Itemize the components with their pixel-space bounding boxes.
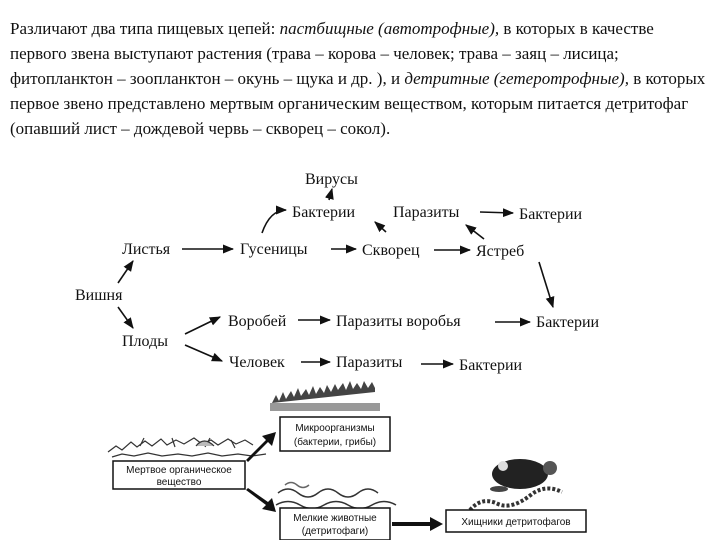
- small-animals-illustration: [275, 481, 397, 510]
- box-animals-line1: Мелкие животные: [293, 513, 377, 524]
- detritus-arrows: [246, 432, 443, 531]
- box-predators: Хищники детритофагов: [445, 509, 587, 533]
- arrow-plody-vorobey: [184, 316, 222, 335]
- box-dead-matter-line1: Мертвое органическое: [126, 465, 232, 476]
- node-yastreb: Ястреб: [476, 243, 524, 260]
- box-small-animals: Мелкие животные (детритофаги): [279, 507, 391, 540]
- predators-illustration: [468, 459, 563, 512]
- node-bakterii-3: Бактерии: [536, 314, 600, 331]
- node-gusenitsy: Гусеницы: [240, 241, 308, 258]
- box-dead-matter: Мертвое органическое вещество: [112, 460, 246, 490]
- arrow-yastreb-parazity: [465, 224, 485, 240]
- para-text-3: в которых первое звено представлено мерт…: [10, 69, 706, 138]
- node-vorobey: Воробей: [228, 313, 287, 330]
- arrow-vishnya-listya: [117, 260, 134, 284]
- node-vishnya: Вишня: [75, 287, 123, 304]
- dead-matter-illustration: [107, 437, 267, 458]
- node-parazity-2: Паразиты: [336, 354, 403, 371]
- box-micro-line1: Микроорганизмы: [295, 423, 374, 434]
- para-term-grazing: пастбищные (автотрофные),: [279, 19, 500, 38]
- box-animals-line2: (детритофаги): [302, 525, 369, 537]
- node-parazity-1: Паразиты: [393, 204, 460, 221]
- detritus-chain: Мертвое органическое вещество Микроорган…: [107, 381, 587, 540]
- arrow-skvorets-bakterii: [374, 221, 387, 233]
- node-plody: Плоды: [122, 333, 168, 350]
- arrow-gusenitsy-bakterii: [261, 205, 288, 234]
- grazing-arrows: [117, 187, 555, 369]
- node-bakterii-2: Бактерии: [519, 206, 583, 223]
- node-parazity-vorobya: Паразиты воробья: [336, 313, 461, 330]
- arrow-plody-chelovek: [184, 344, 224, 362]
- arrow-dead-to-micro: [246, 432, 276, 462]
- arrow-dead-to-animals: [246, 488, 276, 512]
- arrow-yastreb-bakterii: [538, 261, 555, 309]
- box-micro-line2: (бактерии, грибы): [294, 436, 376, 448]
- para-text-1: Различают два типа пищевых цепей:: [10, 19, 280, 38]
- intro-paragraph: Различают два типа пищевых цепей: пастби…: [10, 16, 710, 141]
- node-chelovek: Человек: [229, 354, 285, 371]
- grazing-chain: Вишня Листья Плоды Гусеницы Вирусы Бакте…: [75, 171, 600, 374]
- node-virusy: Вирусы: [305, 171, 358, 188]
- box-predators-label: Хищники детритофагов: [461, 516, 570, 528]
- para-term-detritus: детритные (гетеротрофные),: [404, 69, 629, 88]
- microorganisms-illustration: [270, 381, 380, 411]
- node-bakterii-4: Бактерии: [459, 357, 523, 374]
- arrow-vishnya-plody: [117, 306, 134, 329]
- node-listya: Листья: [122, 241, 171, 258]
- box-dead-matter-line2: вещество: [157, 477, 202, 488]
- arrow-parazity-bakterii: [479, 208, 515, 218]
- box-microorganisms: Микроорганизмы (бактерии, грибы): [279, 416, 391, 452]
- arrow-bakterii-virusy: [325, 187, 334, 201]
- node-skvorets: Скворец: [362, 242, 420, 259]
- arrow-animals-to-predators: [392, 517, 443, 531]
- para-text-2: в которых в качестве первого звена высту…: [10, 19, 654, 88]
- node-bakterii-1: Бактерии: [292, 204, 356, 221]
